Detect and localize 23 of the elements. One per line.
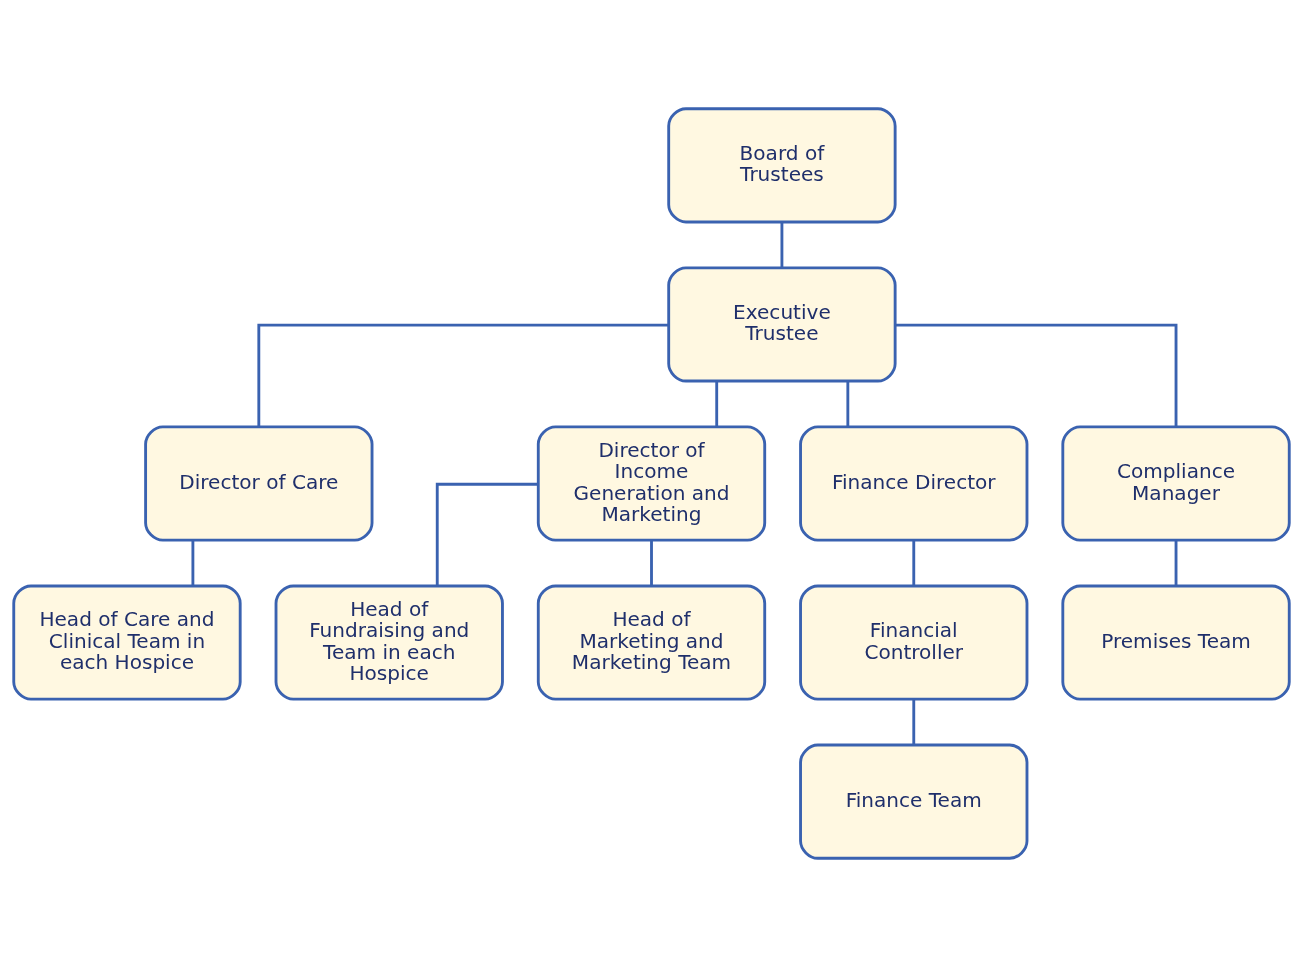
node-box: Director of Care (144, 425, 374, 542)
node-box: Board of Trustees (667, 107, 897, 224)
node-box: Executive Trustee (667, 266, 897, 383)
node-box: Finance Team (799, 743, 1029, 860)
node-box: Premises Team (1061, 584, 1291, 701)
connector (191, 540, 195, 586)
connector (715, 381, 719, 427)
connector (780, 222, 784, 268)
connector (846, 381, 850, 427)
node-box: Director of Income Generation and Marketing (536, 425, 767, 542)
connector (650, 540, 653, 586)
node-box: Head of Marketing and Marketing Team (536, 584, 767, 701)
node-box: Finance Director (799, 425, 1029, 542)
connector (257, 323, 669, 427)
node-box: Financial Controller (799, 584, 1029, 701)
connector (912, 540, 916, 586)
connector (435, 482, 539, 586)
connector (1174, 540, 1178, 586)
node-box: Compliance Manager (1061, 425, 1291, 542)
connector (895, 323, 1178, 427)
node-box: Head of Care and Clinical Team in each Hospice (12, 584, 242, 701)
node-box: Head of Fundraising and Team in each Hospice (274, 584, 504, 701)
connector (912, 699, 916, 745)
